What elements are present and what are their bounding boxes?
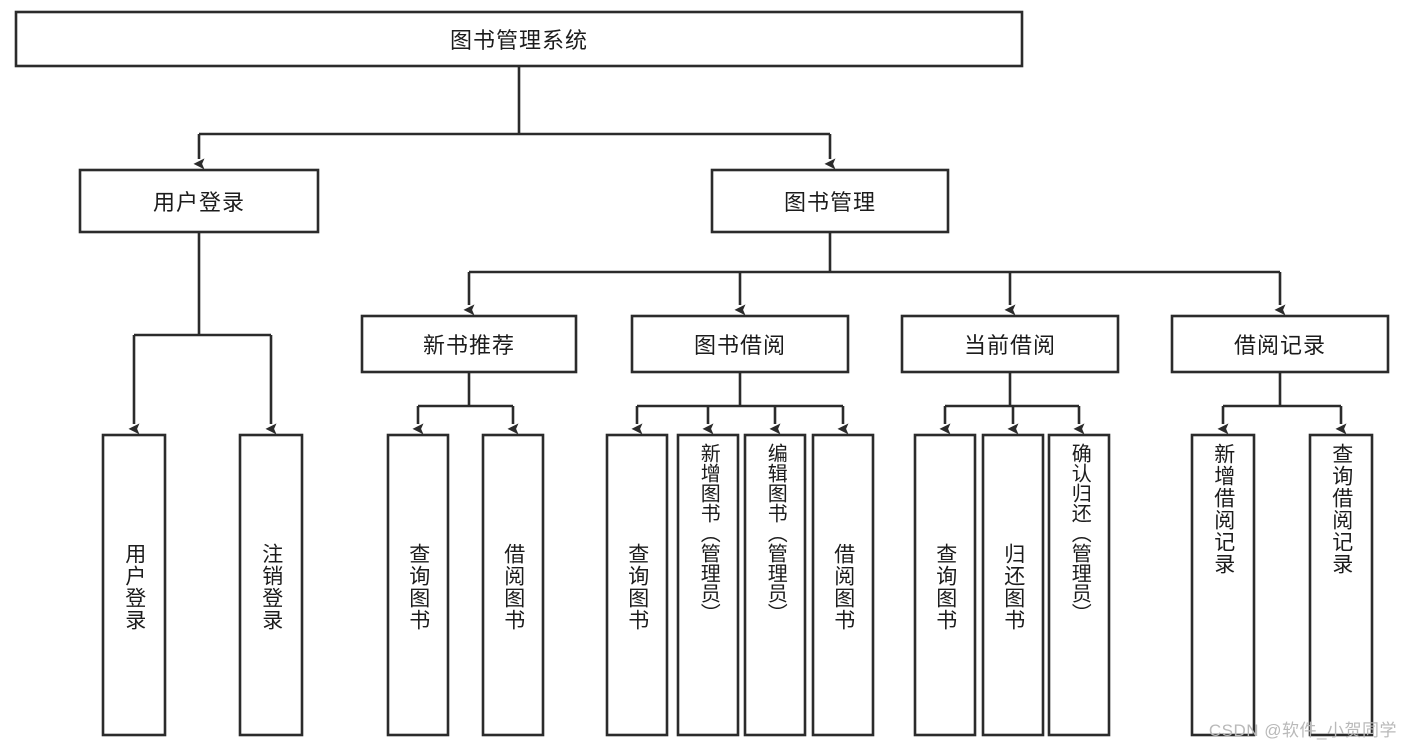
node-leaf-rec-add[interactable]: 新增借阅记录 bbox=[1192, 443, 1254, 731]
node-leaf-br-query[interactable]: 查询图书 bbox=[607, 443, 667, 731]
node-label-leaf-user-logout: 注销登录 bbox=[259, 543, 283, 631]
node-leaf-cb-return[interactable]: 归还图书 bbox=[983, 443, 1043, 731]
node-box-leaf-br-edit[interactable] bbox=[743, 433, 807, 737]
node-leaf-user-login[interactable]: 用户登录 bbox=[103, 443, 165, 731]
node-leaf-rec-query[interactable]: 查询借阅记录 bbox=[1310, 443, 1372, 731]
node-label-root: 图书管理系统 bbox=[449, 28, 588, 53]
node-box-leaf-cb-confirm[interactable] bbox=[1047, 433, 1111, 737]
node-leaf-nb-query[interactable]: 查询图书 bbox=[388, 443, 448, 731]
node-label-leaf-cb-return: 归还图书 bbox=[1001, 543, 1025, 631]
node-box-l3-records[interactable] bbox=[1170, 314, 1390, 374]
node-box-leaf-cb-query[interactable] bbox=[913, 433, 977, 737]
boxes-layer bbox=[14, 10, 1390, 737]
node-label-leaf-br-borrow: 借阅图书 bbox=[831, 543, 855, 631]
node-box-l2-book-manage[interactable] bbox=[710, 168, 950, 234]
node-box-leaf-user-logout[interactable] bbox=[238, 433, 304, 737]
node-leaf-cb-confirm[interactable]: 确认归还（管理员） bbox=[1049, 443, 1109, 731]
edges-layer bbox=[128, 66, 1347, 435]
node-l2-user-login[interactable]: 用户登录 bbox=[80, 170, 318, 232]
node-leaf-cb-query[interactable]: 查询图书 bbox=[915, 443, 975, 731]
node-label-l3-new-book: 新书推荐 bbox=[422, 333, 515, 358]
node-box-leaf-br-add[interactable] bbox=[676, 433, 740, 737]
node-box-l3-borrow[interactable] bbox=[630, 314, 850, 374]
node-label-l2-book-manage: 图书管理 bbox=[783, 190, 876, 215]
node-l3-records[interactable]: 借阅记录 bbox=[1172, 316, 1388, 372]
node-box-l2-user-login[interactable] bbox=[78, 168, 320, 234]
node-box-leaf-br-borrow[interactable] bbox=[811, 433, 875, 737]
node-box-leaf-rec-add[interactable] bbox=[1190, 433, 1256, 737]
node-l2-book-manage[interactable]: 图书管理 bbox=[712, 170, 948, 232]
node-label-leaf-rec-add: 新增借阅记录 bbox=[1211, 443, 1235, 575]
node-label-leaf-rec-query: 查询借阅记录 bbox=[1329, 443, 1353, 575]
node-label-leaf-br-add: 新增图书（管理员） bbox=[697, 443, 720, 623]
node-label-leaf-br-query: 查询图书 bbox=[625, 543, 649, 631]
node-label-leaf-cb-confirm: 确认归还（管理员） bbox=[1068, 443, 1091, 623]
node-box-leaf-cb-return[interactable] bbox=[981, 433, 1045, 737]
node-box-leaf-user-login[interactable] bbox=[101, 433, 167, 737]
node-box-leaf-rec-query[interactable] bbox=[1308, 433, 1374, 737]
node-leaf-nb-borrow[interactable]: 借阅图书 bbox=[483, 443, 543, 731]
node-leaf-user-logout[interactable]: 注销登录 bbox=[240, 443, 302, 731]
node-l3-new-book[interactable]: 新书推荐 bbox=[362, 316, 576, 372]
node-leaf-br-borrow[interactable]: 借阅图书 bbox=[813, 443, 873, 731]
node-l3-borrow[interactable]: 图书借阅 bbox=[632, 316, 848, 372]
node-leaf-br-add[interactable]: 新增图书（管理员） bbox=[678, 443, 738, 731]
node-label-l3-current: 当前借阅 bbox=[963, 333, 1056, 358]
node-label-leaf-user-login: 用户登录 bbox=[122, 543, 146, 631]
node-l3-current[interactable]: 当前借阅 bbox=[902, 316, 1118, 372]
node-box-leaf-nb-query[interactable] bbox=[386, 433, 450, 737]
node-box-root[interactable] bbox=[14, 10, 1024, 68]
node-label-leaf-cb-query: 查询图书 bbox=[933, 543, 957, 631]
node-label-leaf-br-edit: 编辑图书（管理员） bbox=[764, 443, 787, 623]
node-leaf-br-edit[interactable]: 编辑图书（管理员） bbox=[745, 443, 805, 731]
node-box-leaf-nb-borrow[interactable] bbox=[481, 433, 545, 737]
node-label-l3-records: 借阅记录 bbox=[1233, 333, 1326, 358]
node-label-leaf-nb-query: 查询图书 bbox=[406, 543, 430, 631]
node-box-l3-current[interactable] bbox=[900, 314, 1120, 374]
node-label-l2-user-login: 用户登录 bbox=[152, 190, 245, 215]
node-label-l3-borrow: 图书借阅 bbox=[693, 333, 786, 358]
node-box-leaf-br-query[interactable] bbox=[605, 433, 669, 737]
node-box-l3-new-book[interactable] bbox=[360, 314, 578, 374]
node-label-leaf-nb-borrow: 借阅图书 bbox=[501, 543, 525, 631]
node-root[interactable]: 图书管理系统 bbox=[16, 12, 1022, 66]
